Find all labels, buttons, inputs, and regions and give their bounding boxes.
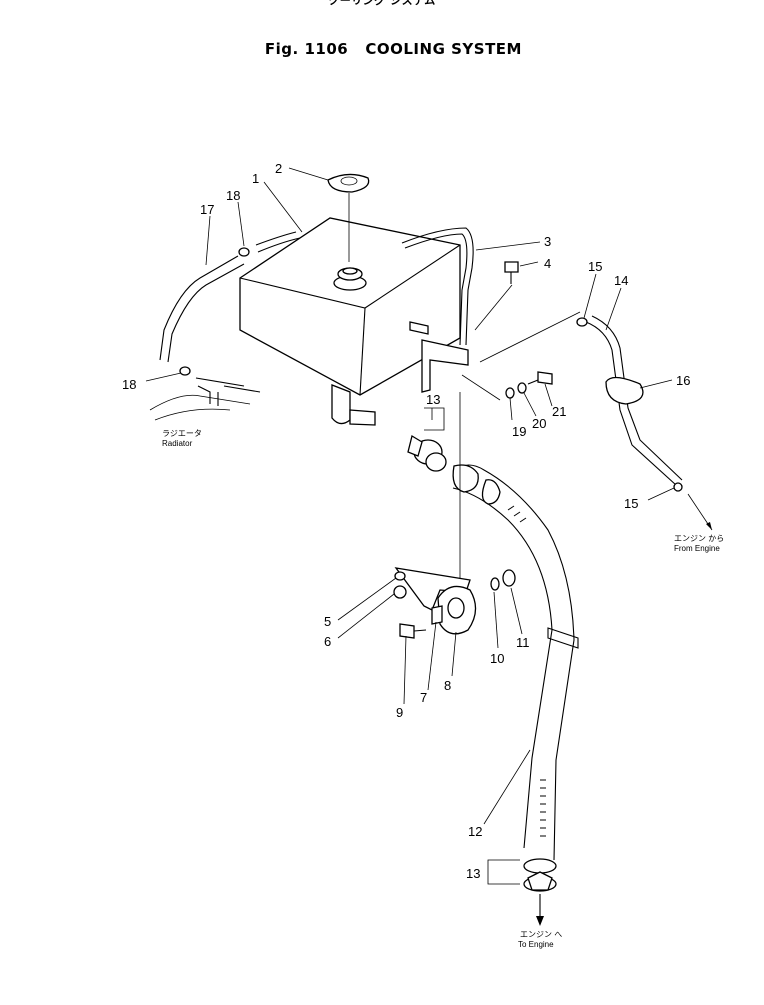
to-engine-label: To Engine bbox=[518, 940, 554, 949]
lower-hose-clamps bbox=[487, 858, 557, 926]
callout-20: 20 bbox=[532, 416, 546, 431]
callout-8: 8 bbox=[444, 678, 451, 693]
callout-17: 17 bbox=[200, 202, 214, 217]
main-hose bbox=[452, 464, 579, 861]
to-engine-label-jp: エンジン へ bbox=[520, 930, 562, 939]
callout-2: 2 bbox=[275, 161, 282, 176]
callout-6: 6 bbox=[324, 634, 331, 649]
callout-13-upper: 13 bbox=[426, 392, 440, 407]
figure-title-en: Fig. 1106 COOLING SYSTEM bbox=[264, 40, 522, 58]
callout-14: 14 bbox=[614, 273, 628, 288]
figure-title-jp: クーリング システム bbox=[328, 0, 436, 7]
callout-11: 11 bbox=[516, 635, 530, 650]
engine-supply-hose bbox=[479, 311, 713, 531]
callout-13-lower: 13 bbox=[466, 866, 480, 881]
callout-1: 1 bbox=[252, 171, 259, 186]
overflow-pipe bbox=[401, 227, 474, 346]
callout-18-upper: 18 bbox=[226, 188, 240, 203]
callout-18-lower: 18 bbox=[122, 377, 136, 392]
radiator-hose bbox=[149, 231, 301, 421]
callout-7: 7 bbox=[420, 690, 427, 705]
from-engine-label: From Engine bbox=[674, 544, 720, 553]
callout-3: 3 bbox=[544, 234, 551, 249]
callout-15-upper: 15 bbox=[588, 259, 602, 274]
radiator-label-jp: ラジエータ bbox=[162, 429, 202, 438]
callout-21: 21 bbox=[552, 404, 566, 419]
callout-15-lower: 15 bbox=[624, 496, 638, 511]
upper-hose-clamp bbox=[407, 407, 447, 472]
callout-12: 12 bbox=[468, 824, 482, 839]
figure-title: クーリング システム Fig. 1106 COOLING SYSTEM bbox=[0, 0, 764, 76]
callout-numbers: 1 2 3 4 5 6 7 8 9 10 11 12 13 13 14 15 1… bbox=[122, 161, 690, 881]
tank-bracket bbox=[409, 261, 519, 393]
callout-9: 9 bbox=[396, 705, 403, 720]
callout-4: 4 bbox=[544, 256, 551, 271]
filler-cap bbox=[327, 173, 370, 262]
callout-10: 10 bbox=[490, 651, 504, 666]
callout-19: 19 bbox=[512, 424, 526, 439]
callout-16: 16 bbox=[676, 373, 690, 388]
hose-hatching bbox=[507, 505, 546, 837]
radiator-label: Radiator bbox=[162, 439, 193, 448]
reservoir-tank bbox=[239, 217, 461, 426]
bracket-fasteners bbox=[461, 371, 553, 401]
from-engine-label-jp: エンジン から bbox=[674, 534, 724, 543]
hose-bracket-assembly bbox=[393, 392, 516, 639]
leader-lines bbox=[145, 167, 675, 825]
flow-annotations: ラジエータ Radiator エンジン から From Engine エンジン … bbox=[162, 429, 724, 949]
callout-5: 5 bbox=[324, 614, 331, 629]
